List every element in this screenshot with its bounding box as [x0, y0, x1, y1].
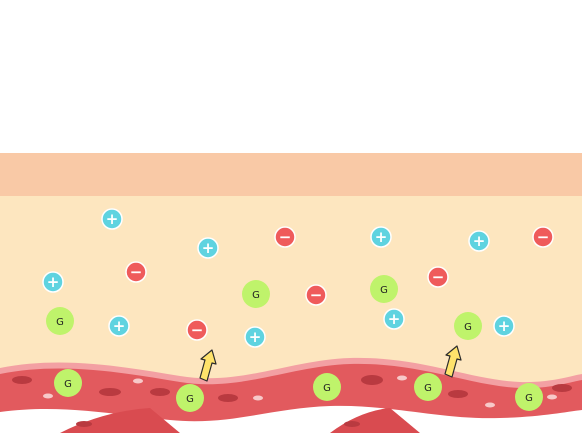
svg-text:G: G [424, 383, 432, 394]
red-blood-cell [344, 421, 360, 427]
white-blood-cell [397, 375, 407, 381]
svg-text:G: G [380, 285, 388, 296]
svg-text:+: + [473, 232, 486, 250]
glucose-molecule: G [242, 280, 270, 308]
white-blood-cell [253, 395, 263, 401]
glucose-molecules: G G G G G G G G G [46, 275, 543, 412]
up-arrow-icon [444, 345, 462, 378]
cation-particle: + [108, 315, 130, 337]
red-blood-cell [218, 394, 238, 402]
svg-text:G: G [252, 290, 260, 301]
cations: + + + + + + + + + [42, 208, 515, 348]
svg-text:+: + [249, 328, 262, 346]
cation-particle: + [370, 226, 392, 248]
svg-text:+: + [113, 317, 126, 335]
svg-text:−: − [537, 228, 550, 246]
svg-text:G: G [64, 379, 72, 390]
svg-text:+: + [202, 239, 215, 257]
glucose-molecule: G [176, 384, 204, 412]
upper-layer [0, 153, 582, 196]
glucose-molecule: G [313, 373, 341, 401]
transport-arrows [199, 345, 462, 382]
svg-text:G: G [186, 394, 194, 405]
glucose-molecule: G [414, 373, 442, 401]
red-blood-cell [12, 376, 32, 384]
cation-particle: + [101, 208, 123, 230]
red-blood-cell [99, 388, 121, 396]
cation-particle: + [493, 315, 515, 337]
anions: − − − − − − [125, 226, 554, 341]
anion-particle: − [427, 266, 449, 288]
svg-text:−: − [130, 263, 143, 281]
svg-text:G: G [323, 383, 331, 394]
cation-particle: + [383, 308, 405, 330]
svg-text:+: + [47, 273, 60, 291]
cation-particle: + [42, 271, 64, 293]
cation-particle: + [468, 230, 490, 252]
glucose-molecule: G [370, 275, 398, 303]
white-blood-cell [43, 393, 53, 399]
white-blood-cell [485, 402, 495, 408]
red-blood-cell [552, 384, 572, 392]
glucose-molecule: G [515, 383, 543, 411]
white-blood-cell [133, 378, 143, 384]
vessel-lower-branch [60, 408, 420, 433]
red-blood-cells [12, 375, 572, 427]
cation-particle: + [197, 237, 219, 259]
svg-text:+: + [388, 310, 401, 328]
svg-text:−: − [191, 321, 204, 339]
anion-particle: − [532, 226, 554, 248]
anion-particle: − [125, 261, 147, 283]
svg-text:+: + [375, 228, 388, 246]
glucose-molecule: G [54, 369, 82, 397]
svg-text:G: G [525, 393, 533, 404]
red-blood-cell [76, 421, 92, 427]
svg-text:G: G [56, 317, 64, 328]
white-blood-cell [547, 394, 557, 400]
anion-particle: − [274, 226, 296, 248]
anion-particle: − [305, 284, 327, 306]
up-arrow-icon [199, 349, 217, 382]
svg-text:−: − [279, 228, 292, 246]
red-blood-cell [448, 390, 468, 398]
svg-text:−: − [432, 268, 445, 286]
glucose-molecule: G [454, 312, 482, 340]
svg-text:+: + [106, 210, 119, 228]
glucose-molecule: G [46, 307, 74, 335]
anion-particle: − [186, 319, 208, 341]
red-blood-cell [150, 388, 170, 396]
red-blood-cell [361, 375, 383, 385]
svg-text:G: G [464, 322, 472, 333]
cation-particle: + [244, 326, 266, 348]
svg-text:+: + [498, 317, 511, 335]
svg-text:−: − [310, 286, 323, 304]
